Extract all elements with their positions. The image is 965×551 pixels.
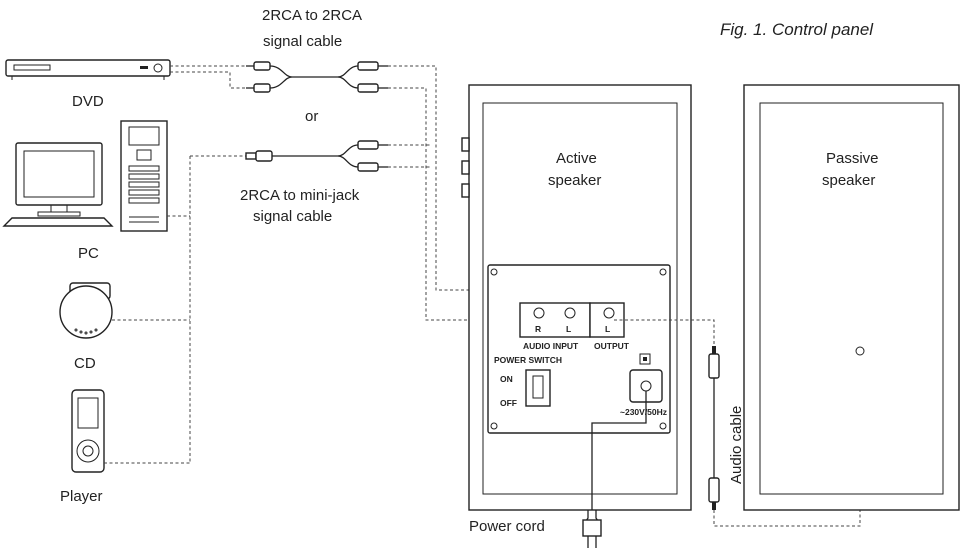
active-speaker-label-2: speaker <box>548 172 601 189</box>
input-l-jack-icon <box>564 307 576 319</box>
output-label: OUTPUT <box>594 341 630 351</box>
active-speaker-label-1: Active <box>556 150 597 167</box>
input-r-label: R <box>535 324 541 334</box>
output-l-label: L <box>605 324 610 334</box>
audio-cable-label: Audio cable <box>728 406 745 484</box>
cd-player-icon <box>59 282 113 339</box>
rca-to-minijack-cable-icon <box>245 140 388 172</box>
minijack-cable-label-1: 2RCA to mini-jack <box>240 187 360 204</box>
audio-input-label: AUDIO INPUT <box>523 341 579 351</box>
or-label: or <box>305 108 318 125</box>
portable-player-icon <box>71 389 105 473</box>
pc-tower-icon <box>120 120 168 232</box>
output-l-jack-icon <box>603 307 615 319</box>
minijack-cable-label-2: signal cable <box>253 208 332 225</box>
passive-speaker-icon <box>743 84 960 511</box>
dvd-player-icon <box>5 59 171 80</box>
power-cord-label: Power cord <box>469 518 545 535</box>
power-switch-label: POWER SWITCH <box>494 355 562 365</box>
switch-on-label: ON <box>500 374 513 384</box>
rca-to-rca-cable-icon <box>246 61 388 93</box>
input-r-jack-icon <box>533 307 545 319</box>
cd-label: CD <box>74 355 96 372</box>
rca-cable-label-2: signal cable <box>263 33 342 50</box>
voltage-label: ~230V/50Hz <box>620 407 667 417</box>
power-cord-icon <box>582 391 647 548</box>
switch-off-label: OFF <box>500 398 517 408</box>
audio-cable-icon <box>614 319 861 527</box>
control-panel <box>487 264 671 434</box>
rca-cable-label-1: 2RCA to 2RCA <box>262 7 362 24</box>
input-l-label: L <box>566 324 571 334</box>
dvd-label: DVD <box>72 93 104 110</box>
passive-speaker-label-2: speaker <box>822 172 875 189</box>
pc-monitor-icon <box>2 142 114 227</box>
figure-caption: Fig. 1. Control panel <box>720 20 874 39</box>
power-switch-icon <box>525 369 551 407</box>
passive-speaker-label-1: Passive <box>826 150 879 167</box>
pc-label: PC <box>78 245 99 262</box>
player-label: Player <box>60 488 103 505</box>
source-links <box>104 65 254 464</box>
